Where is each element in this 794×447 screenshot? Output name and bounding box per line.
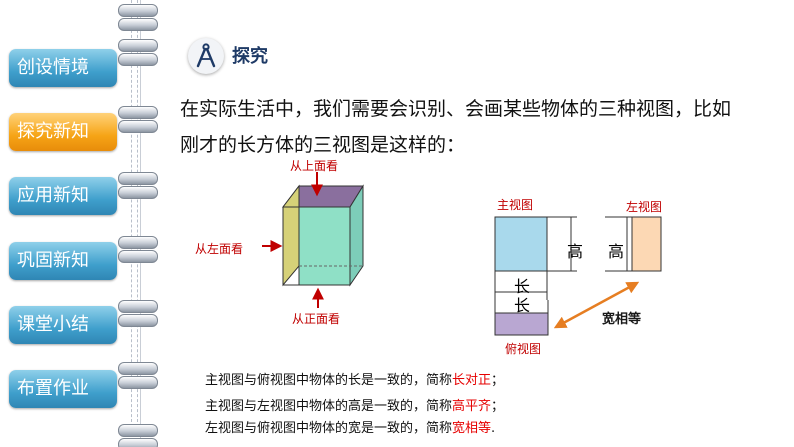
- label-from-left: 从左面看: [195, 242, 244, 256]
- binder-ring: [118, 438, 158, 447]
- binder-ring: [118, 53, 158, 66]
- width-equal-arrow: [553, 281, 640, 329]
- nav-tab-apply-new[interactable]: 应用新知: [9, 177, 117, 215]
- label-from-top: 从上面看: [290, 159, 339, 173]
- binder-ring: [118, 424, 158, 437]
- binder-ring: [118, 362, 158, 375]
- conclusion-line-1: 主视图与俯视图中物体的长是一致的，简称长对正；: [205, 369, 504, 388]
- label-height-side: 高: [608, 242, 625, 261]
- nav-tab-summary[interactable]: 课堂小结: [9, 306, 117, 344]
- binder-ring: [118, 300, 158, 313]
- conclusion-line-3: 左视图与俯视图中物体的宽是一致的，简称宽相等.: [205, 417, 495, 436]
- binder-ring: [118, 106, 158, 119]
- binder-ring: [118, 172, 158, 185]
- conclusion-text: 左视图与俯视图中物体的宽是一致的，简称: [205, 421, 453, 436]
- conclusion-highlight: 高平齐: [452, 399, 492, 414]
- conclusion-punct: ；: [491, 399, 505, 414]
- section-title: 探究: [232, 46, 268, 67]
- label-top-view: 俯视图: [505, 342, 542, 356]
- label-length-top: 长: [514, 296, 531, 315]
- conclusion-text: 主视图与左视图中物体的高是一致的，简称: [205, 399, 453, 414]
- label-height-front: 高: [567, 242, 584, 261]
- sheet-edge: [140, 0, 141, 447]
- conclusion-punct: .: [491, 421, 496, 436]
- intro-line-2: 刚才的长方体的三视图是这样的：: [180, 134, 466, 156]
- conclusion-punct: ；: [491, 373, 505, 388]
- binder-ring: [118, 120, 158, 133]
- cube-front-face: [298, 206, 351, 286]
- label-from-front: 从正面看: [292, 312, 341, 326]
- binder-dashed-line: [137, 0, 138, 447]
- binder-ring: [118, 186, 158, 199]
- binder-ring: [118, 250, 158, 263]
- binder-dashed-line: [131, 0, 132, 447]
- binder-ring: [118, 236, 158, 249]
- conclusion-highlight: 宽相等: [452, 421, 492, 436]
- conclusion-highlight: 长对正: [452, 373, 492, 388]
- nav-tab-homework[interactable]: 布置作业: [9, 370, 117, 408]
- binder-ring: [118, 376, 158, 389]
- label-front-view: 主视图: [497, 198, 534, 212]
- front-view-rect: [494, 216, 548, 272]
- label-side-view: 左视图: [626, 200, 663, 214]
- binder-ring: [118, 18, 158, 31]
- intro-line-1: 在实际生活中，我们需要会识别、会画某些物体的三种视图，比如: [180, 98, 732, 120]
- conclusion-line-2: 主视图与左视图中物体的高是一致的，简称高平齐；: [205, 395, 504, 414]
- binder-ring: [118, 39, 158, 52]
- nav-tab-consolidate-new[interactable]: 巩固新知: [9, 242, 117, 280]
- nav-tab-create-scenario[interactable]: 创设情境: [9, 49, 117, 87]
- compass-icon: [188, 38, 224, 74]
- label-length-front: 长: [514, 277, 531, 296]
- top-view-rect: [494, 312, 549, 336]
- binder-ring: [118, 4, 158, 17]
- binder-ring: [118, 314, 158, 327]
- side-view-rect: [631, 216, 662, 272]
- cuboid-drawing: [281, 184, 364, 287]
- nav-tab-explore-new[interactable]: 探究新知: [9, 113, 117, 151]
- conclusion-text: 主视图与俯视图中物体的长是一致的，简称: [205, 373, 453, 388]
- label-width-equal: 宽相等: [602, 312, 642, 327]
